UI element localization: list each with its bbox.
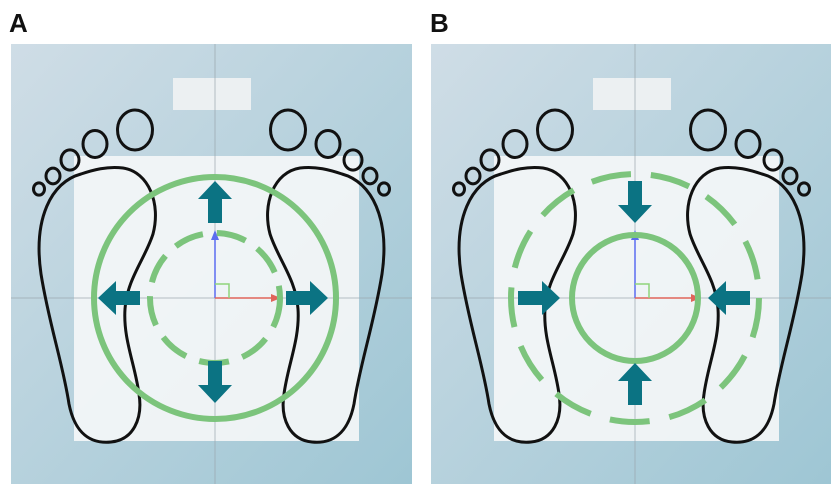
left-toe-1 xyxy=(452,181,466,197)
outer-solid-ring xyxy=(91,174,339,422)
axis-y-tip xyxy=(211,230,219,240)
arrow-right-icon xyxy=(286,281,328,315)
arrow-up-icon xyxy=(198,181,232,223)
left-toe-4 xyxy=(501,129,529,159)
diagram-svg xyxy=(11,44,412,484)
right-toe-5 xyxy=(689,108,727,152)
left-toe-5 xyxy=(536,108,574,152)
arrow-down-icon xyxy=(198,361,232,403)
arrow-up-icon xyxy=(618,363,652,405)
arrow-left-icon xyxy=(708,281,750,315)
right-toe-5 xyxy=(269,108,307,152)
panel-b-contract xyxy=(431,44,831,484)
outer-dashed-ring xyxy=(508,171,762,425)
left-toe-1 xyxy=(32,181,46,197)
right-toe-3 xyxy=(342,148,364,172)
right-toe-3 xyxy=(762,148,784,172)
right-toe-4 xyxy=(314,129,342,159)
arrow-left-icon xyxy=(98,281,140,315)
diagram-svg xyxy=(431,44,831,484)
left-toe-4 xyxy=(81,129,109,159)
scale-display xyxy=(593,78,671,110)
left-toe-3 xyxy=(479,148,501,172)
left-toe-2 xyxy=(44,166,62,186)
left-toe-2 xyxy=(464,166,482,186)
scale-display xyxy=(173,78,251,110)
right-toe-2 xyxy=(781,166,799,186)
right-toe-4 xyxy=(734,129,762,159)
arrow-down-icon xyxy=(618,181,652,223)
left-toe-5 xyxy=(116,108,154,152)
axis-corner xyxy=(635,283,650,298)
panel-label-b: B xyxy=(430,8,449,38)
right-toe-1 xyxy=(797,181,811,197)
inner-solid-ring xyxy=(569,232,701,364)
right-toe-1 xyxy=(377,181,391,197)
right-toe-2 xyxy=(361,166,379,186)
left-toe-3 xyxy=(59,148,81,172)
panel-a-expand xyxy=(11,44,412,484)
axis-corner xyxy=(215,283,230,298)
left-foot-outline-icon xyxy=(37,166,157,444)
panel-label-a: A xyxy=(9,8,28,38)
arrow-right-icon xyxy=(518,281,560,315)
axis-x-tip xyxy=(271,294,281,302)
